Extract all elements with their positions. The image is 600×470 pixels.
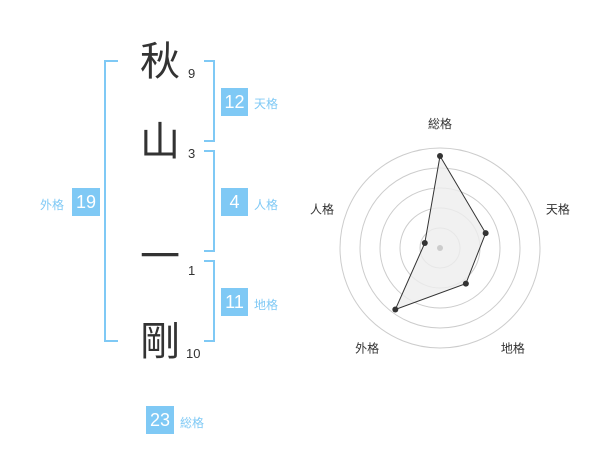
radar-point-2 xyxy=(482,230,489,237)
soukaku-badge: 23 xyxy=(146,406,174,434)
radar-point-1 xyxy=(437,153,443,159)
radar-point-5 xyxy=(421,240,428,247)
radar-ring xyxy=(339,147,541,349)
tenkaku-bracket xyxy=(204,60,215,142)
stroke-count-4: 10 xyxy=(186,346,201,361)
radar-axis-label-4: 外格 xyxy=(355,340,379,355)
stroke-count-3: 1 xyxy=(188,263,196,278)
stroke-count-2: 3 xyxy=(188,146,196,161)
chikaku-bracket xyxy=(204,260,215,342)
chikaku-label: 地格 xyxy=(254,298,279,312)
gaikaku-bracket xyxy=(104,60,118,342)
stroke-count-1: 9 xyxy=(188,66,196,81)
jinkaku-badge: 4 xyxy=(221,188,248,216)
radar-axis-label-5: 人格 xyxy=(310,202,334,217)
radar-axis-label-1: 総格 xyxy=(428,116,452,131)
name-char-2: 山 xyxy=(140,119,180,165)
radar-center xyxy=(437,245,443,251)
radar-point-4 xyxy=(392,306,399,313)
tenkaku-label: 天格 xyxy=(254,97,279,111)
jinkaku-bracket xyxy=(204,150,215,252)
radar-axis-label-2: 天格 xyxy=(546,202,570,217)
name-char-4: 剛 xyxy=(140,319,180,365)
chikaku-badge: 11 xyxy=(221,288,248,316)
name-char-1: 秋 xyxy=(140,39,180,85)
radar-polygon xyxy=(394,154,487,311)
radar-axis-label-3: 地格 xyxy=(501,340,525,355)
gaikaku-label: 外格 xyxy=(40,198,65,212)
jinkaku-label: 人格 xyxy=(254,198,279,212)
name-char-3: 一 xyxy=(140,234,180,280)
tenkaku-badge: 12 xyxy=(221,88,248,116)
gaikaku-badge: 19 xyxy=(72,188,100,216)
radar-point-3 xyxy=(462,280,469,287)
soukaku-label: 総格 xyxy=(180,416,205,430)
